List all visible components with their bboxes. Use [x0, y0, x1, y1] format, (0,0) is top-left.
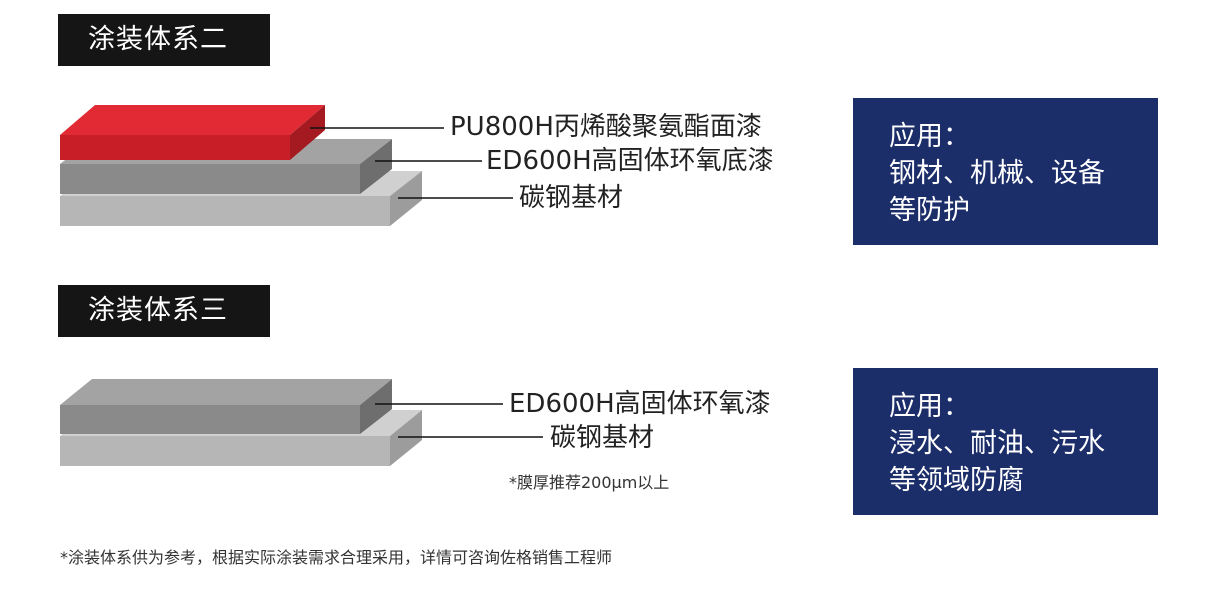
- system-3-layer-label-coat: ED600H高固体环氧漆: [509, 389, 771, 419]
- system-3-title: 涂装体系三: [58, 285, 270, 337]
- application-line: 钢材、机械、设备: [889, 158, 1105, 189]
- film-thickness-note: *膜厚推荐200μm以上: [509, 473, 670, 492]
- system-2-layer-diagram: [60, 105, 513, 226]
- system-2-layer-label-topcoat: PU800H丙烯酸聚氨酯面漆: [450, 112, 762, 142]
- system-3-application-panel: 应用： 浸水、耐油、污水 等领域防腐: [853, 368, 1158, 515]
- system-2-application-panel: 应用： 钢材、机械、设备 等防护: [853, 98, 1158, 245]
- application-line: 浸水、耐油、污水: [889, 428, 1105, 459]
- system-2-layer-label-substrate: 碳钢基材: [519, 183, 624, 213]
- system-2-topcoat-layer: [60, 105, 325, 160]
- application-heading: 应用：: [889, 391, 970, 422]
- system-3-layer-label-substrate: 碳钢基材: [550, 423, 655, 453]
- application-line: 等领域防腐: [889, 465, 1024, 496]
- system-2-layer-label-primer: ED600H高固体环氧底漆: [486, 146, 774, 176]
- application-heading: 应用：: [889, 121, 970, 152]
- system-3-layer-diagram: [60, 379, 543, 466]
- application-line: 等防护: [889, 195, 970, 226]
- system-2-title: 涂装体系二: [58, 14, 270, 66]
- footnote: *涂装体系供为参考，根据实际涂装需求合理采用，详情可咨询佐格销售工程师: [60, 548, 613, 567]
- system-3-primer-layer: [60, 379, 392, 434]
